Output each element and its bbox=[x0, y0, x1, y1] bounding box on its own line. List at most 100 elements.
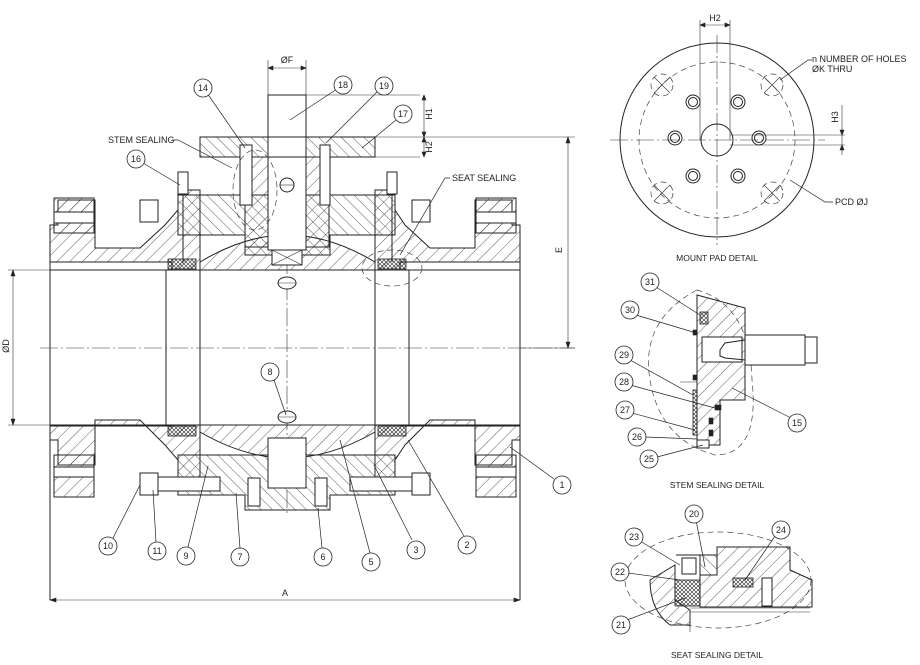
balloon-29: 29 bbox=[614, 345, 694, 396]
balloon-1: 1 bbox=[509, 446, 572, 495]
stem-packing-31 bbox=[699, 311, 709, 325]
svg-text:24: 24 bbox=[776, 525, 786, 535]
svg-text:27: 27 bbox=[620, 405, 630, 415]
svg-text:1: 1 bbox=[559, 480, 564, 490]
mount-pad-detail: H2 H3 n NUMBER OF HOLES ØK THRU PCD ØJ M… bbox=[610, 13, 907, 263]
seat-sealing-detail: 20 23 24 22 21 SEAT SEALING DETAIL bbox=[610, 504, 813, 660]
nut-top-right bbox=[411, 199, 431, 223]
svg-text:25: 25 bbox=[644, 454, 654, 464]
seat-detail-retainer bbox=[676, 554, 718, 576]
dim-h1: H1 bbox=[424, 108, 434, 120]
flange-lower-right-top bbox=[475, 222, 517, 234]
seat-right bbox=[374, 269, 410, 426]
svg-text:14: 14 bbox=[198, 83, 208, 93]
stem-sealing-label: STEM SEALING bbox=[108, 135, 175, 145]
dim-a: A bbox=[282, 588, 288, 598]
balloon-6: 6 bbox=[313, 507, 333, 567]
svg-text:28: 28 bbox=[619, 377, 629, 387]
dim-bore: ØD bbox=[1, 339, 11, 353]
stem-tang-cross bbox=[271, 249, 303, 266]
svg-text:15: 15 bbox=[792, 418, 802, 428]
seat-left bbox=[165, 269, 201, 426]
balloon-21: 21 bbox=[611, 597, 686, 635]
injection-fitting-right bbox=[386, 171, 398, 195]
pad-dim-h2: H2 bbox=[709, 13, 721, 23]
dim-e: E bbox=[554, 247, 564, 253]
holes-note-line1: n NUMBER OF HOLES bbox=[812, 54, 907, 64]
main-section-view: ØF H1 H2 E ØD A STEM SEALING SEAT SEALIN… bbox=[1, 55, 575, 603]
injection-fitting-left bbox=[177, 171, 189, 195]
svg-text:7: 7 bbox=[237, 552, 242, 562]
screw-6-left bbox=[247, 477, 261, 507]
flange-bolt-hole-right-top bbox=[475, 211, 517, 224]
flange-bolt-block-right-bottom bbox=[475, 476, 517, 498]
balloon-17: 14 bbox=[193, 78, 246, 149]
stem-detail-inner bbox=[701, 336, 743, 363]
balloon-19: 19 bbox=[325, 76, 394, 144]
flange-bolt-block-right-top bbox=[475, 197, 517, 213]
balloon-23: 23 bbox=[624, 527, 681, 566]
svg-text:31: 31 bbox=[645, 277, 655, 287]
svg-text:19: 19 bbox=[379, 81, 389, 91]
bolt-17 bbox=[239, 144, 253, 206]
flange-bolt-hole-left-bottom bbox=[53, 466, 95, 478]
seat-sealing-zone bbox=[361, 249, 423, 287]
balloon-18: 18 bbox=[289, 75, 353, 121]
bolt-19 bbox=[319, 144, 331, 206]
flange-bolt-hole-left-top bbox=[53, 211, 95, 224]
svg-text:29: 29 bbox=[619, 350, 629, 360]
seat-sealing-label: SEAT SEALING bbox=[452, 173, 516, 183]
svg-text:5: 5 bbox=[368, 557, 373, 567]
seat-insert-21 bbox=[674, 579, 701, 607]
seat-seal-left-top bbox=[167, 258, 197, 270]
pad-tapped-holes bbox=[667, 94, 767, 184]
balloon-10: 10 bbox=[98, 484, 141, 556]
svg-text:20: 20 bbox=[689, 509, 699, 519]
stem-sealing-detail: 31 30 29 28 27 26 25 15 STEM SEALING DET… bbox=[614, 272, 818, 490]
balloon-22: 22 bbox=[610, 562, 681, 582]
balloon-30: 30 bbox=[620, 300, 694, 333]
stem-detail-title: STEM SEALING DETAIL bbox=[670, 480, 765, 490]
balloon-2: 2 bbox=[407, 439, 477, 555]
svg-text:2: 2 bbox=[464, 540, 469, 550]
svg-text:11: 11 bbox=[152, 546, 161, 556]
dim-stem-diameter: ØF bbox=[281, 55, 294, 65]
balloon-15: 15 bbox=[731, 387, 807, 433]
balloon-7: 7 bbox=[230, 492, 250, 567]
seat-seal-left-bottom bbox=[167, 425, 197, 437]
stud-bottom-left bbox=[157, 476, 221, 492]
screw-6-right bbox=[314, 477, 328, 507]
svg-text:9: 9 bbox=[183, 551, 188, 561]
svg-text:16: 16 bbox=[131, 154, 141, 164]
trunnion bbox=[267, 437, 307, 489]
svg-text:6: 6 bbox=[320, 552, 325, 562]
balloon-26: 26 bbox=[627, 427, 698, 447]
balloon-5: 5 bbox=[339, 439, 381, 572]
mount-pad-title: MOUNT PAD DETAIL bbox=[676, 253, 758, 263]
balloon-11: 11 bbox=[147, 489, 167, 561]
balloon-3: 3 bbox=[373, 464, 426, 560]
svg-text:17: 17 bbox=[398, 109, 408, 119]
nut-bottom-left bbox=[139, 472, 159, 496]
svg-text:23: 23 bbox=[629, 532, 639, 542]
balloon-24: 24 bbox=[744, 520, 791, 581]
nut-bottom-right bbox=[411, 472, 431, 496]
dim-h2: H2 bbox=[424, 141, 434, 153]
nut-top-left bbox=[139, 199, 159, 223]
stem-sealing-zone bbox=[232, 149, 278, 231]
balloon-16: 17 bbox=[361, 104, 413, 149]
svg-text:18: 18 bbox=[338, 80, 348, 90]
flange-bolt-block-left-top bbox=[53, 197, 95, 213]
svg-text:3: 3 bbox=[413, 545, 418, 555]
balloon-9: 9 bbox=[176, 465, 209, 566]
balloon-14: 16 bbox=[126, 149, 181, 186]
stem-packing-27 bbox=[692, 389, 698, 436]
flange-lower-right-bottom bbox=[475, 454, 517, 468]
flange-bolt-block-left-bottom bbox=[53, 476, 95, 498]
injection-valve-body bbox=[744, 334, 806, 366]
svg-text:10: 10 bbox=[103, 541, 113, 551]
svg-text:8: 8 bbox=[267, 367, 272, 377]
balloon-31: 31 bbox=[640, 272, 701, 316]
balloon-8: 8 bbox=[260, 362, 287, 416]
